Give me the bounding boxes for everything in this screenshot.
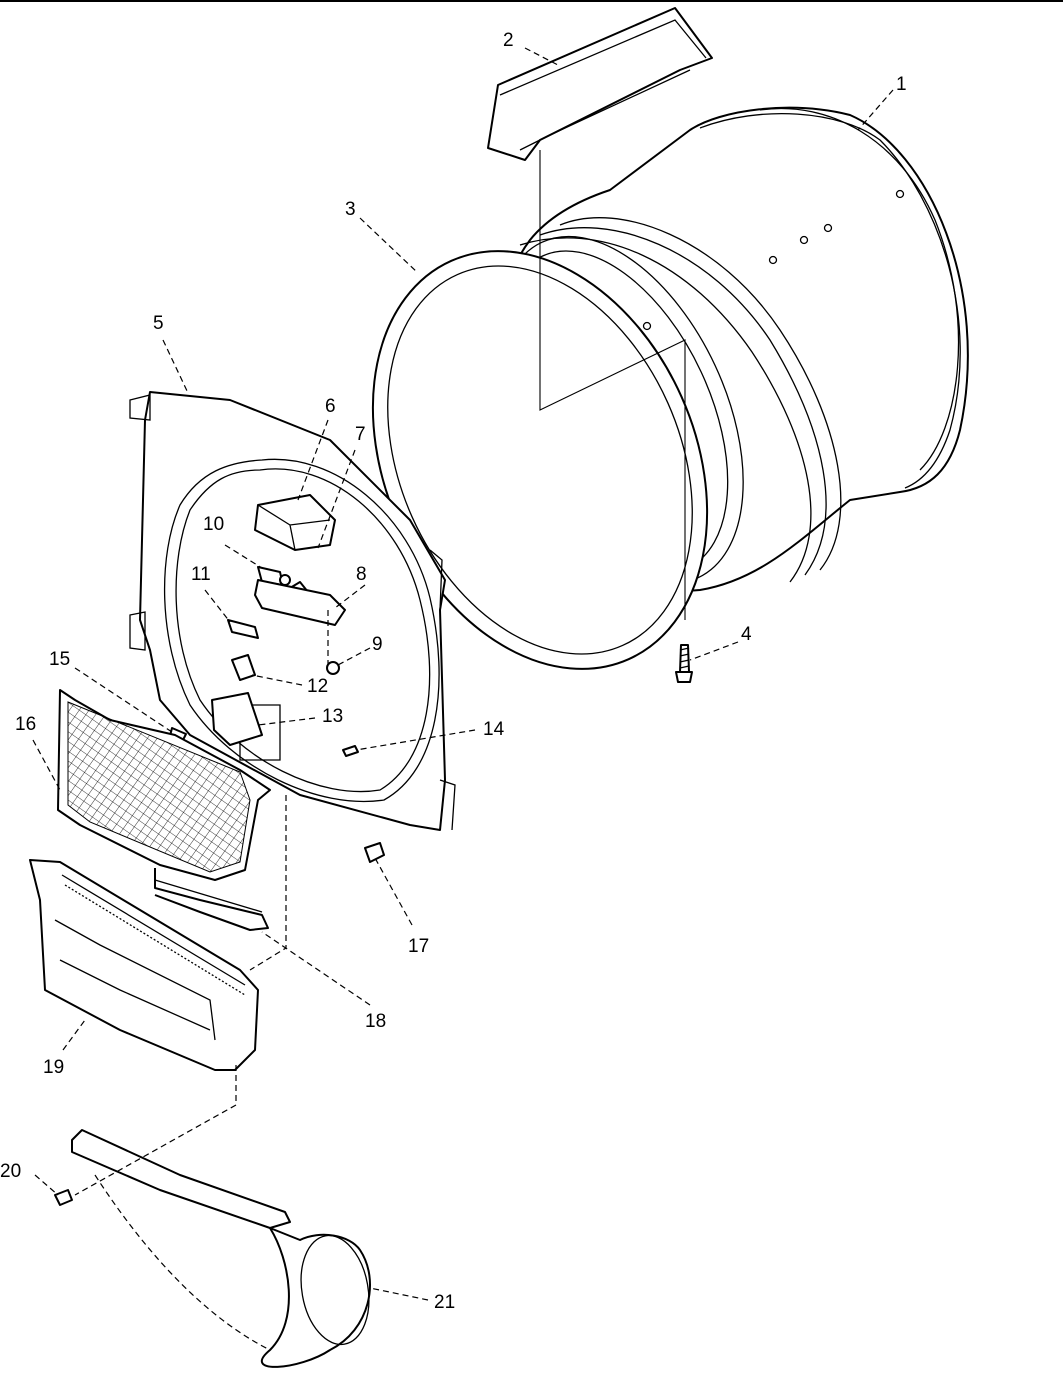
part-lint-screen: [57, 689, 271, 881]
part-screw-9: [326, 661, 340, 675]
part-baffle: [487, 7, 713, 161]
callout-14: 14: [483, 719, 505, 740]
callout-13: 13: [322, 706, 343, 727]
callout-leaders: [32, 47, 894, 1301]
callout-6: 6: [325, 396, 336, 417]
assembly-line-21: [94, 1174, 271, 1351]
callout-19: 19: [43, 1057, 64, 1078]
part-duct: [71, 1129, 371, 1368]
assembly-line-7: [317, 449, 356, 549]
part-screw-17: [364, 842, 385, 863]
callout-10: 10: [203, 514, 224, 535]
part-latch: [211, 692, 263, 746]
callout-15: 15: [49, 649, 70, 670]
callout-2: 2: [503, 30, 514, 51]
part-screw-20: [54, 1189, 73, 1206]
callout-12: 12: [307, 676, 328, 697]
callout-7: 7: [355, 424, 366, 445]
part-sensor-bracket: [254, 494, 336, 551]
callout-11: 11: [191, 564, 211, 585]
part-lint-housing: [29, 859, 259, 1071]
callout-21: 21: [434, 1292, 455, 1313]
callout-9: 9: [372, 634, 383, 655]
part-clip-11: [227, 619, 259, 639]
part-mounting-plate: [254, 579, 346, 626]
part-seal-strip: [154, 868, 269, 931]
callout-18: 18: [365, 1011, 386, 1032]
part-clip-12: [231, 654, 256, 681]
assembly-line-18: [249, 795, 287, 971]
callout-1: 1: [896, 74, 907, 95]
callout-16: 16: [15, 714, 36, 735]
assembly-line-20: [74, 1065, 237, 1196]
callout-17: 17: [408, 936, 429, 957]
drum-guide-line: [539, 150, 686, 620]
callout-20: 20: [0, 1161, 21, 1182]
callout-4: 4: [741, 624, 752, 645]
callout-8: 8: [356, 564, 367, 585]
part-drum-seal: [371, 250, 709, 670]
part-screw-14: [342, 745, 359, 757]
part-screw-4: [675, 644, 693, 683]
callout-3: 3: [345, 199, 356, 220]
callout-5: 5: [153, 313, 164, 334]
